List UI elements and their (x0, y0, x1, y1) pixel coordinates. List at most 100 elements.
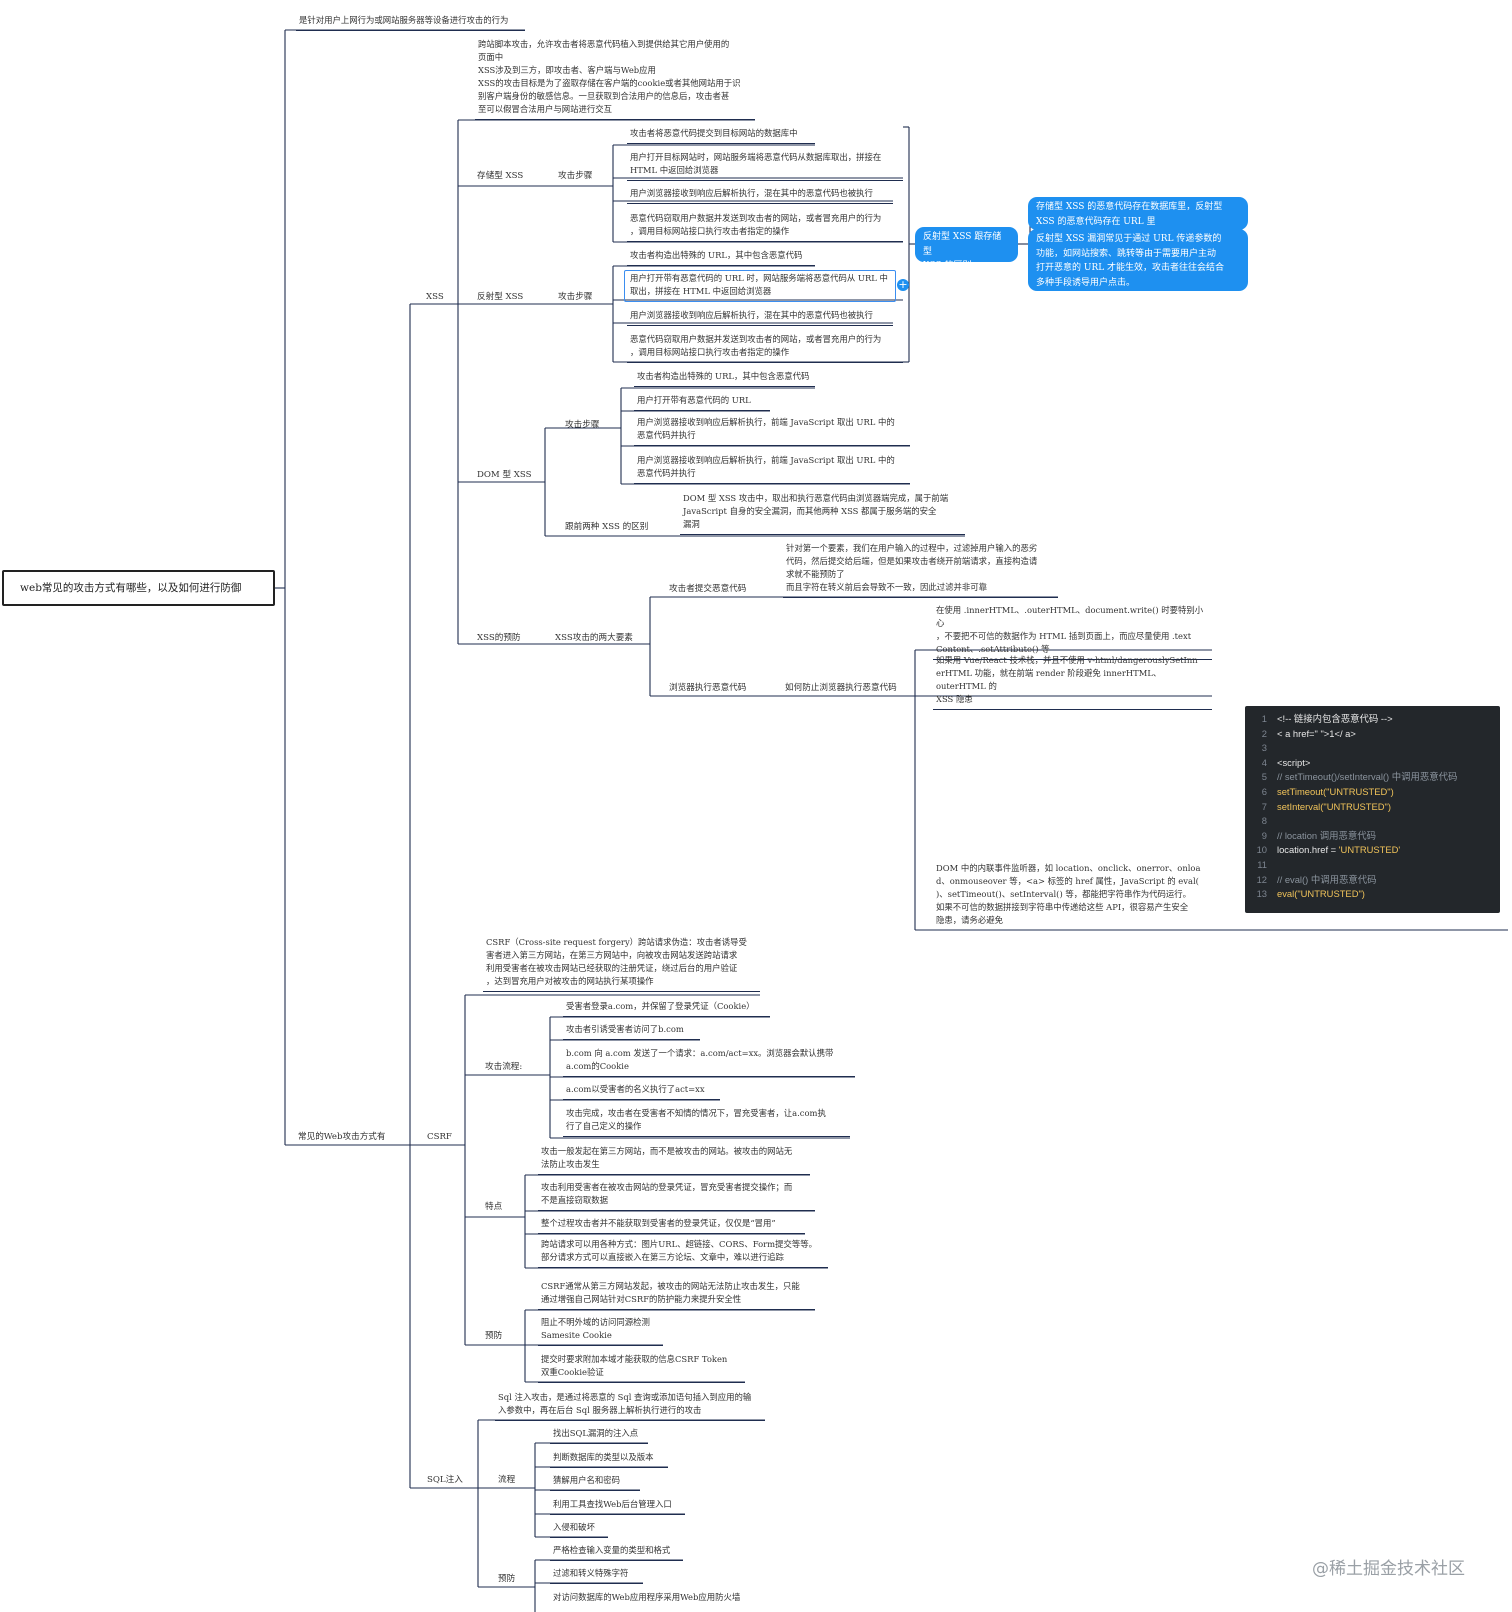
sql-flow-2[interactable]: 判断数据库的类型以及版本 (550, 1451, 668, 1468)
csrf-flow-1[interactable]: 受害者登录a.com，并保留了登录凭证（Cookie） (563, 1000, 770, 1017)
code-line-number: 11 (1257, 858, 1267, 870)
code-line: 9 // location 调用恶意代码 (1245, 829, 1500, 844)
howto-2[interactable]: 如果用 Vue/React 技术栈，并且不使用 v-html/dangerous… (933, 654, 1212, 710)
csrf-prevent-1[interactable]: 阻止不明外域的访问同源检测 Samesite Cookie (538, 1316, 663, 1346)
exec-code-node[interactable]: 浏览器执行恶意代码 (669, 683, 747, 693)
sql-node[interactable]: SQL注入 (427, 1475, 463, 1485)
selection-frame[interactable] (624, 270, 896, 302)
diff-label-node[interactable]: 反射型 XSS 跟存储型 XSS 的区别 (915, 227, 1018, 271)
csrf-node[interactable]: CSRF (427, 1132, 452, 1142)
submit-code-node[interactable]: 攻击者提交恶意代码 (669, 584, 747, 594)
sql-flow-5[interactable]: 入侵和破坏 (550, 1521, 608, 1538)
code-line-text: setInterval("UNTRUSTED") (1277, 800, 1391, 812)
root-topic[interactable]: web常见的攻击方式有哪些，以及如何进行防御 (2, 570, 275, 606)
diff-node-a[interactable]: 存储型 XSS 的恶意代码存在数据库里，反射型 XSS 的恶意代码存在 URL … (1028, 197, 1248, 230)
code-line-text: <script> (1277, 756, 1311, 768)
code-line: 7 setInterval("UNTRUSTED") (1245, 800, 1500, 815)
reflected-steps-node[interactable]: 攻击步骤 (558, 292, 593, 302)
code-line: 12 // eval() 中调用恶意代码 (1245, 873, 1500, 888)
code-line-text: // location 调用恶意代码 (1277, 829, 1376, 841)
csrf-flow-4[interactable]: a.com以受害者的名义执行了act=xx (563, 1083, 720, 1100)
sql-flow-3[interactable]: 猜解用户名和密码 (550, 1474, 640, 1491)
csrf-flow-5[interactable]: 攻击完成，攻击者在受害者不知情的情况下，冒充受害者，让a.com执 行了自己定义… (563, 1107, 850, 1137)
stored-step-3[interactable]: 用户浏览器接收到响应后解析执行，混在其中的恶意代码也被执行 (627, 187, 893, 204)
howto-3[interactable]: DOM 中的内联事件监听器，如 location、onclick、onerror… (936, 863, 1201, 925)
csrf-feature-4[interactable]: 跨站请求可以用各种方式：图片URL、超链接、CORS、Form提交等等。 部分请… (538, 1238, 828, 1268)
reflected-step-2[interactable]: 用户打开带有恶意代码的 URL 时，网站服务端将恶意代码从 URL 中 取出，拼… (630, 273, 888, 296)
reflected-xss-node[interactable]: 反射型 XSS (477, 292, 524, 302)
submit-code-text[interactable]: 针对第一个要素，我们在用户输入的过程中，过滤掉用户输入的恶劣 代码，然后提交给后… (783, 542, 1058, 598)
dom-steps-node[interactable]: 攻击步骤 (565, 420, 600, 430)
code-line-text: // eval() 中调用恶意代码 (1277, 873, 1377, 885)
code-line-text: < a href=" ">1</ a> (1277, 727, 1356, 739)
stored-xss-node[interactable]: 存储型 XSS (477, 171, 524, 181)
add-child-icon[interactable]: + (897, 278, 909, 291)
code-line-number: 9 (1261, 829, 1267, 841)
csrf-feature-3[interactable]: 整个过程攻击者并不能获取到受害者的登录凭证，仅仅是“冒用” (538, 1217, 805, 1234)
diff-node-b[interactable]: 反射型 XSS 漏洞常见于通过 URL 传递参数的 功能，如网站搜索、跳转等由于… (1028, 229, 1248, 291)
stored-step-2[interactable]: 用户打开目标网站时，网站服务端将恶意代码从数据库取出，拼接在 HTML 中返回给… (627, 151, 903, 181)
xss-node[interactable]: XSS (426, 292, 444, 302)
sql-flow-1[interactable]: 找出SQL漏洞的注入点 (550, 1427, 648, 1444)
dom-xss-node[interactable]: DOM 型 XSS (477, 470, 532, 480)
csrf-feature-2[interactable]: 攻击利用受害者在被攻击网站的登录凭证，冒充受害者提交操作；而 不是直接窃取数据 (538, 1181, 815, 1211)
csrf-prevent-node[interactable]: 预防 (485, 1331, 503, 1341)
code-line-number: 2 (1261, 727, 1267, 739)
reflected-step-3[interactable]: 用户浏览器接收到响应后解析执行，混在其中的恶意代码也被执行 (627, 309, 893, 326)
code-line: 2 < a href=" ">1</ a> (1245, 727, 1500, 742)
code-line-text: setTimeout("UNTRUSTED") (1277, 785, 1394, 797)
xss-elements-node[interactable]: XSS攻击的两大要素 (555, 633, 633, 643)
sql-flow-node[interactable]: 流程 (498, 1475, 516, 1485)
sql-prevent-node[interactable]: 预防 (498, 1574, 516, 1584)
code-line: 4 <script> (1245, 756, 1500, 771)
definition-node[interactable]: 是针对用户上网行为或网站服务器等设备进行攻击的行为 (296, 14, 525, 31)
code-line-number: 12 (1256, 873, 1267, 885)
code-line-text: eval("UNTRUSTED") (1277, 888, 1365, 900)
code-line: 11 (1245, 858, 1500, 873)
attacks-node[interactable]: 常见的Web攻击方式有 (298, 1132, 386, 1142)
csrf-feature-node[interactable]: 特点 (485, 1202, 503, 1212)
csrf-feature-1[interactable]: 攻击一般发起在第三方网站，而不是被攻击的网站。被攻击的网站无 法防止攻击发生 (538, 1145, 810, 1175)
csrf-intro[interactable]: CSRF（Cross-site request forgery）跨站请求伪造：攻… (483, 936, 760, 992)
xss-prevent-node[interactable]: XSS的预防 (477, 633, 521, 643)
dom-diff-label[interactable]: 跟前两种 XSS 的区别 (565, 522, 649, 532)
dom-diff-text[interactable]: DOM 型 XSS 攻击中，取出和执行恶意代码由浏览器端完成，属于前端 Java… (680, 492, 965, 535)
code-line-number: 5 (1261, 771, 1267, 783)
csrf-prevent-2[interactable]: 提交时要求附加本域才能获取的信息CSRF Token 双重Cookie验证 (538, 1353, 745, 1383)
sql-prevent-2[interactable]: 过滤和转义特殊字符 (550, 1567, 643, 1584)
stored-step-1[interactable]: 攻击者将恶意代码提交到目标网站的数据库中 (627, 127, 815, 144)
dom-step-3[interactable]: 用户浏览器接收到响应后解析执行，前端 JavaScript 取出 URL 中的 … (634, 416, 910, 446)
stored-step-4[interactable]: 恶意代码窃取用户数据并发送到攻击者的网站，或者冒充用户的行为 ，调用目标网站接口… (627, 212, 903, 242)
code-line: 8 (1245, 814, 1500, 829)
code-line: 1 <!-- 链接内包含恶意代码 --> (1245, 712, 1500, 727)
code-line-number: 4 (1261, 756, 1267, 768)
code-line-number: 3 (1261, 742, 1267, 754)
reflected-step-1[interactable]: 攻击者构造出特殊的 URL，其中包含恶意代码 (627, 249, 815, 266)
code-line-number: 8 (1261, 815, 1267, 827)
csrf-flow-2[interactable]: 攻击者引诱受害者访问了b.com (563, 1023, 700, 1040)
csrf-flow-3[interactable]: b.com 向 a.com 发送了一个请求：a.com/act=xx。浏览器会默… (563, 1047, 855, 1077)
sql-prevent-3[interactable]: 对访问数据库的Web应用程序采用Web应用防火墙 (553, 1592, 741, 1602)
csrf-prevent-intro[interactable]: CSRF通常从第三方网站发起，被攻击的网站无法防止攻击发生，只能 通过增强自己网… (538, 1280, 815, 1310)
sql-intro[interactable]: Sql 注入攻击，是通过将恶意的 Sql 查询或添加语句插入到应用的输 入参数中… (495, 1391, 765, 1421)
reflected-step-4[interactable]: 恶意代码窃取用户数据并发送到攻击者的网站，或者冒充用户的行为 ，调用目标网站接口… (627, 333, 903, 363)
code-snippet: 1 <!-- 链接内包含恶意代码 --> 2 < a href=" ">1</ a> 3… (1245, 706, 1500, 913)
howto-1[interactable]: 在使用 .innerHTML、.outerHTML、document.write… (933, 604, 1212, 660)
code-line: 3 (1245, 741, 1500, 756)
code-line-text: <!-- 链接内包含恶意代码 --> (1277, 713, 1393, 724)
dom-step-1[interactable]: 攻击者构造出特殊的 URL，其中包含恶意代码 (634, 370, 815, 387)
code-line-number: 7 (1261, 800, 1267, 812)
stored-steps-node[interactable]: 攻击步骤 (558, 171, 593, 181)
xss-intro-node[interactable]: 跨站脚本攻击，允许攻击者将恶意代码植入到提供给其它用户使用的 页面中 XSS涉及… (475, 38, 755, 120)
csrf-flow-node[interactable]: 攻击流程: (485, 1062, 523, 1072)
dom-step-4[interactable]: 用户浏览器接收到响应后解析执行，前端 JavaScript 取出 URL 中的 … (634, 454, 910, 484)
code-line-number: 1 (1261, 713, 1267, 724)
dom-step-2[interactable]: 用户打开带有恶意代码的 URL (634, 394, 770, 411)
code-line-number: 10 (1256, 844, 1267, 856)
sql-flow-4[interactable]: 利用工具查找Web后台管理入口 (550, 1498, 685, 1515)
sql-prevent-1[interactable]: 严格检查输入变量的类型和格式 (550, 1544, 683, 1561)
howto-node[interactable]: 如何防止浏览器执行恶意代码 (785, 683, 897, 693)
